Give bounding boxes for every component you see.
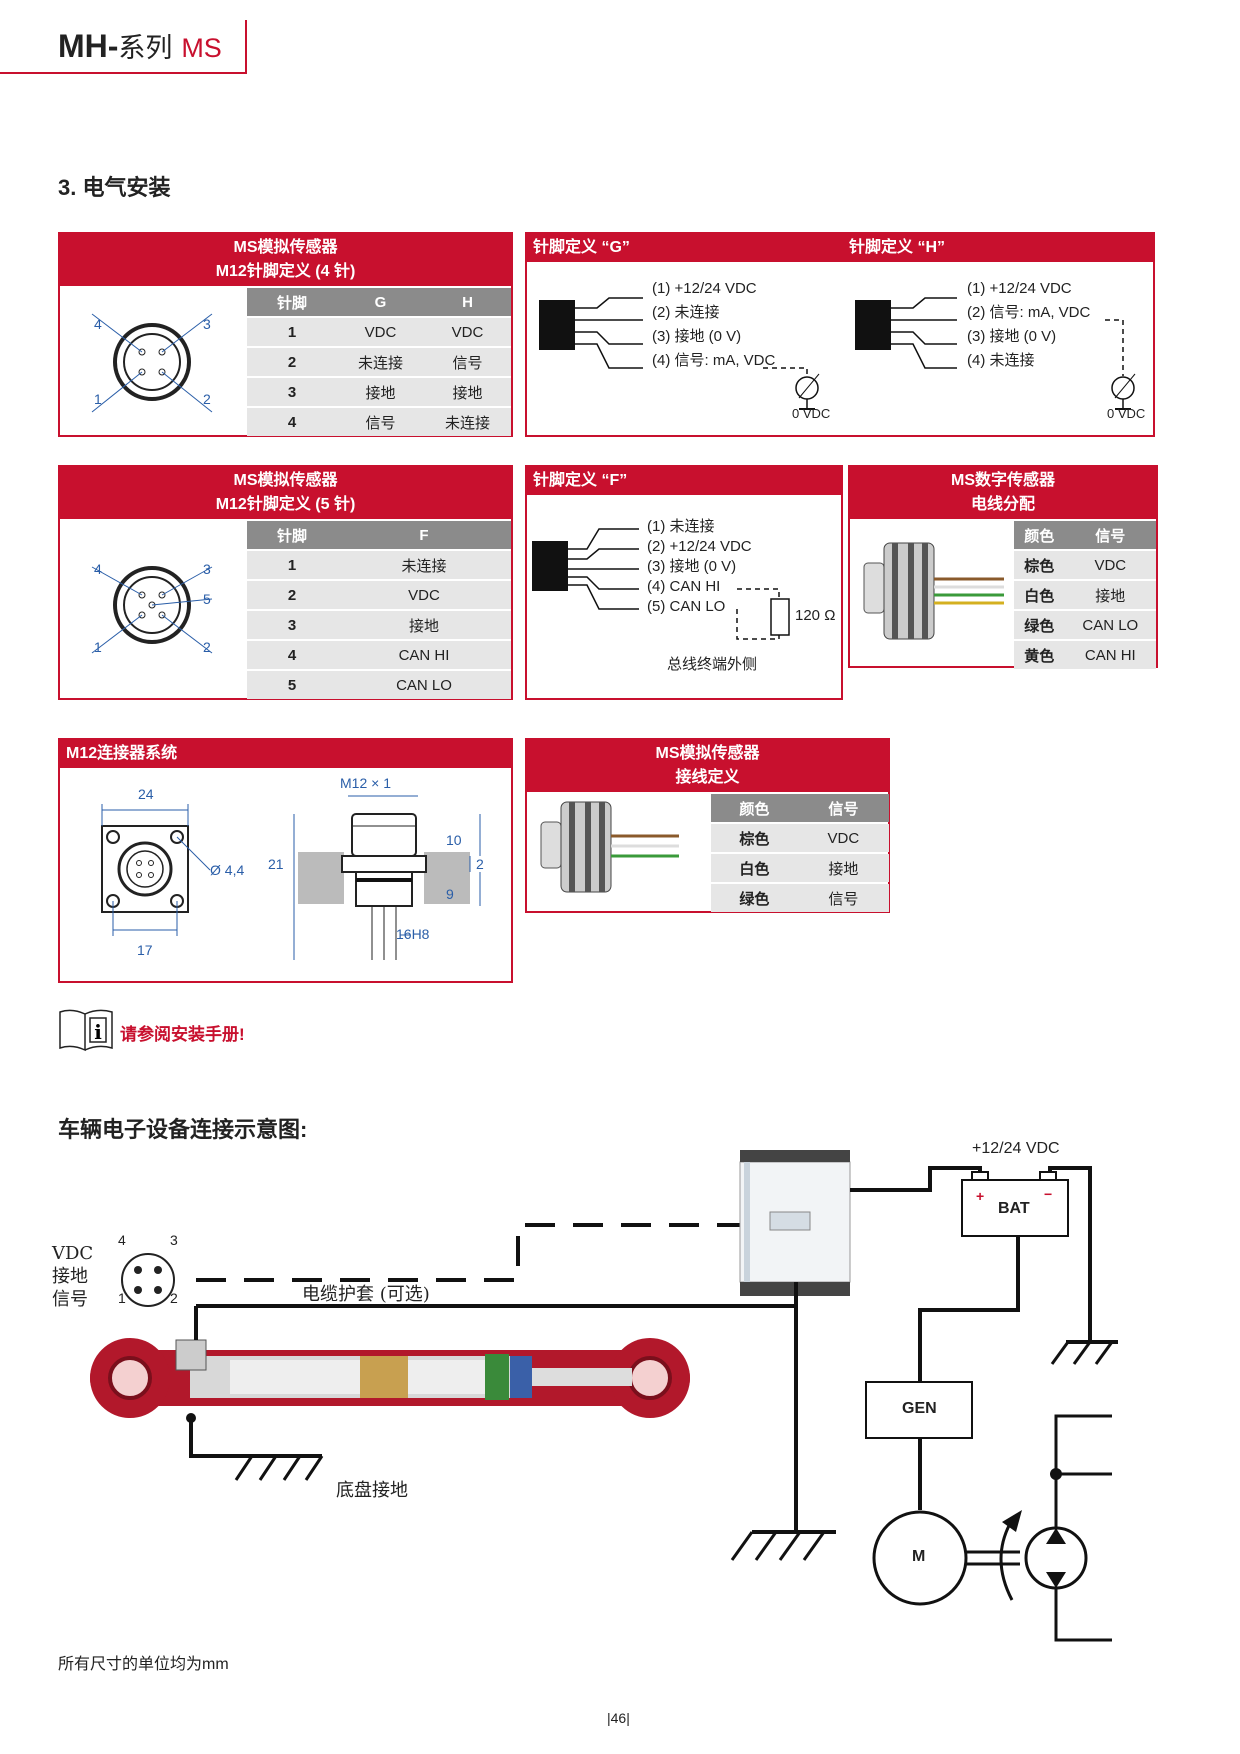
- battery-label: BAT: [998, 1200, 1030, 1217]
- series: 系列: [118, 33, 173, 63]
- brand: MH-: [58, 28, 119, 64]
- digital-sensor-image: [863, 542, 1004, 640]
- pin-f-wiring-diagram: [532, 528, 790, 640]
- panel-m12-system: M12连接器系统 24 Ø 4,4 17 M12 × 1 21 10 2 9 1…: [58, 738, 513, 983]
- supply-label: +12/24 VDC: [972, 1140, 1060, 1157]
- page-number: |46|: [607, 1710, 630, 1726]
- units-note: 所有尺寸的单位均为mm: [58, 1656, 229, 1673]
- vehicle-connection-diagram: [90, 1150, 1118, 1642]
- model: MS: [181, 33, 222, 63]
- pin-g-h-wiring-diagram: [539, 297, 1136, 410]
- m12-dimension-drawing: [101, 795, 481, 960]
- notice-text: 请参阅安装手册!: [120, 1025, 245, 1044]
- chassis-ground-label: 底盘接地: [336, 1480, 408, 1501]
- section-title: 3. 电气安装: [58, 175, 171, 200]
- page-header: MH-系列 MS: [0, 20, 247, 74]
- m12-4pin-connector-icon: [91, 313, 213, 413]
- cable-label: 电缆护套 (可选): [302, 1284, 430, 1305]
- generator-label: GEN: [902, 1400, 937, 1417]
- motor-label: M: [912, 1548, 926, 1565]
- analog-sensor-image: [540, 801, 679, 893]
- vehicle-title: 车辆电子设备连接示意图:: [58, 1117, 308, 1142]
- manual-info-icon: i: [59, 1009, 113, 1052]
- svg-text:i: i: [94, 1020, 102, 1044]
- m12-5pin-connector-icon: [91, 566, 213, 654]
- panel-pin-f: 针脚定义 “F” (1) 未连接(2) +12/24 VDC(3) 接地 (0 …: [525, 465, 843, 700]
- panel-pin-g-h: 针脚定义 “G”针脚定义 “H” (1) +12/24 VDC(2) 未连接(3…: [525, 232, 1155, 437]
